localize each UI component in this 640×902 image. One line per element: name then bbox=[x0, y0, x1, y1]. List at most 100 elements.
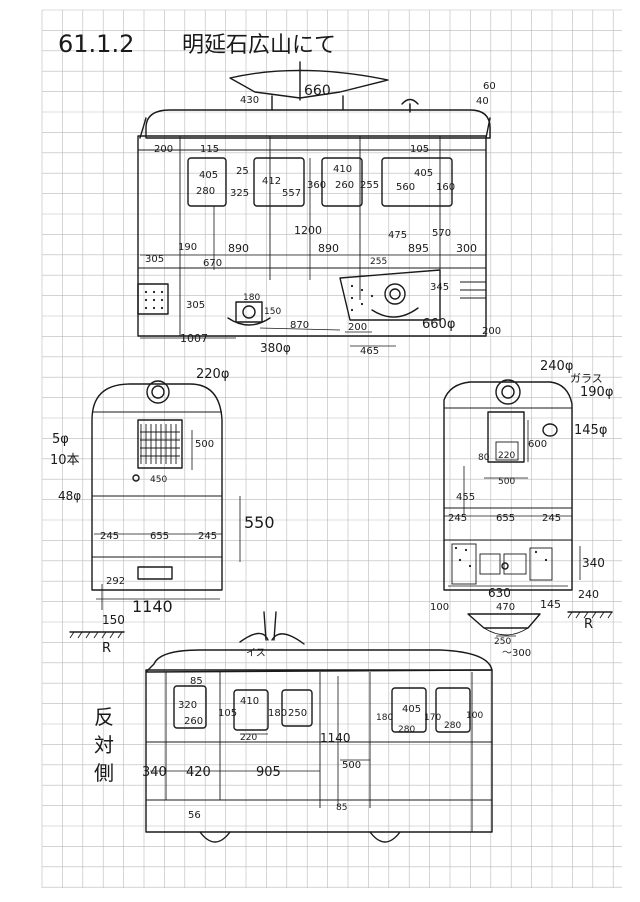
side-bottom-305: 305 bbox=[145, 254, 164, 265]
side-total-h: 1200 bbox=[294, 224, 322, 237]
other-w4-h: 405 bbox=[402, 704, 421, 715]
side-bay-890a: 890 bbox=[228, 242, 249, 255]
front-view: 220φ 5φ 10本 48φ 500 450 245 655 245 550 … bbox=[50, 367, 275, 656]
rear-lamp: 145φ bbox=[574, 423, 607, 438]
side-w1-h: 405 bbox=[199, 170, 218, 181]
side-top-right-1: 60 bbox=[483, 81, 496, 92]
rear-win-inner-2: 220 bbox=[498, 451, 515, 461]
rear-coupler-470: 470 bbox=[496, 602, 515, 613]
rear-win-h: 600 bbox=[528, 439, 547, 450]
other-w1-b: 260 bbox=[184, 716, 203, 727]
rear-win-inner-1: 80 bbox=[478, 453, 490, 463]
front-col-l: 245 bbox=[100, 531, 119, 542]
other-w5-w: 280 bbox=[444, 721, 461, 731]
front-height-550: 550 bbox=[244, 513, 275, 532]
front-grille-w: 450 bbox=[150, 475, 167, 485]
rear-col-m: 655 bbox=[496, 513, 515, 524]
side-w1-top: 115 bbox=[200, 144, 219, 155]
side-bay-890b: 890 bbox=[318, 242, 339, 255]
rear-glass: ガラス bbox=[570, 372, 603, 385]
front-width-1140: 1140 bbox=[132, 597, 173, 616]
other-side-view: イス 反 対 側 85 320 260 105 410 220 180 250 … bbox=[94, 611, 493, 843]
other-w2-r: 180 bbox=[268, 708, 287, 719]
other-w2-l: 105 bbox=[218, 708, 237, 719]
rear-col-l: 245 bbox=[448, 513, 467, 524]
rear-dim-145: 145 bbox=[540, 598, 561, 611]
side-end-300: 300 bbox=[456, 242, 477, 255]
other-height-1140: 1140 bbox=[320, 731, 351, 745]
side-span-465: 465 bbox=[360, 346, 379, 357]
side-w4-w: 560 bbox=[396, 182, 415, 193]
other-dim-340: 340 bbox=[142, 765, 167, 780]
rear-headlight: 240φ bbox=[540, 359, 573, 374]
front-col-r: 245 bbox=[198, 531, 217, 542]
other-dim-420: 420 bbox=[186, 765, 211, 780]
rear-dim-100: 100 bbox=[430, 602, 449, 613]
side-w3-w: 410 bbox=[333, 164, 352, 175]
side-dim-570: 570 bbox=[432, 228, 451, 239]
side-w4-h: 405 bbox=[414, 168, 433, 179]
rear-dim-455: 455 bbox=[456, 492, 475, 503]
other-w1-top: 85 bbox=[190, 676, 203, 687]
side-pant-offset: 430 bbox=[240, 95, 259, 106]
front-grille-h: 500 bbox=[195, 439, 214, 450]
side-bottom-190: 190 bbox=[178, 242, 197, 253]
other-w4-w: 280 bbox=[398, 725, 415, 735]
side-pantograph-width: 660 bbox=[304, 83, 331, 99]
side-w1-w: 280 bbox=[196, 186, 215, 197]
rear-rail-r: R bbox=[584, 617, 593, 632]
other-dim-56: 56 bbox=[188, 810, 201, 821]
side-dim-670: 670 bbox=[203, 258, 222, 269]
other-w4-gap: 170 bbox=[424, 713, 441, 723]
front-buffer-292: 292 bbox=[106, 576, 125, 587]
front-bolt: 48φ bbox=[58, 489, 81, 503]
side-span-200: 200 bbox=[348, 322, 367, 333]
other-w2-h: 410 bbox=[240, 696, 259, 707]
other-caption-2: 対 bbox=[94, 733, 114, 757]
front-rail-150: 150 bbox=[102, 613, 125, 627]
other-w1-a: 320 bbox=[178, 700, 197, 711]
header-location: 明延石広山にて bbox=[182, 33, 336, 58]
rear-bumper-340: 340 bbox=[582, 556, 605, 570]
side-top-right-2: 40 bbox=[476, 96, 489, 107]
side-view: 660 430 60 40 bbox=[137, 61, 501, 357]
rear-win-w: 500 bbox=[498, 477, 515, 487]
other-w4-l: 180 bbox=[376, 713, 393, 723]
side-dim-475: 475 bbox=[388, 230, 407, 241]
other-pant-mark: イス bbox=[246, 648, 266, 659]
side-wheel-380: 380φ bbox=[260, 341, 291, 355]
front-rail-r: R bbox=[102, 641, 111, 656]
other-w5-r: 100 bbox=[466, 711, 483, 721]
side-w4-right: 160 bbox=[436, 182, 455, 193]
header-date: 61.1.2 bbox=[58, 30, 134, 58]
side-w1-bottom: 325 bbox=[230, 188, 249, 199]
rear-dim-240: 240 bbox=[578, 588, 599, 601]
front-bars-1: 5φ bbox=[52, 432, 69, 447]
other-caption-1: 反 bbox=[94, 705, 114, 729]
side-w3-h: 360 bbox=[307, 180, 326, 191]
rear-view: 240φ ガラス 190φ 145φ 600 80 220 500 455 24… bbox=[430, 359, 613, 659]
other-dim-905: 905 bbox=[256, 765, 281, 780]
side-base-305: 305 bbox=[186, 300, 205, 311]
rear-glass-dia: 190φ bbox=[580, 385, 613, 400]
other-dim-85: 85 bbox=[336, 803, 347, 813]
side-w2-w: 412 bbox=[262, 176, 281, 187]
side-w2-right: 557 bbox=[282, 188, 301, 199]
side-bay-895: 895 bbox=[408, 242, 429, 255]
side-wheel-150: 150 bbox=[264, 307, 281, 317]
other-w2-w: 220 bbox=[240, 733, 257, 743]
rear-col-r: 245 bbox=[542, 513, 561, 524]
side-w3-right: 260 bbox=[335, 180, 354, 191]
front-bars-2: 10本 bbox=[50, 453, 80, 468]
side-w4-gap: 255 bbox=[360, 180, 379, 191]
rear-width-630: 630 bbox=[488, 586, 511, 600]
side-wheel-180: 180 bbox=[243, 293, 260, 303]
other-dim-500: 500 bbox=[342, 760, 361, 771]
other-w3: 250 bbox=[288, 708, 307, 719]
front-col-m: 655 bbox=[150, 531, 169, 542]
side-corner-200: 200 bbox=[154, 144, 173, 155]
side-dim-255: 255 bbox=[370, 257, 387, 267]
side-span-1007: 1007 bbox=[180, 332, 208, 345]
side-end-200: 200 bbox=[482, 326, 501, 337]
